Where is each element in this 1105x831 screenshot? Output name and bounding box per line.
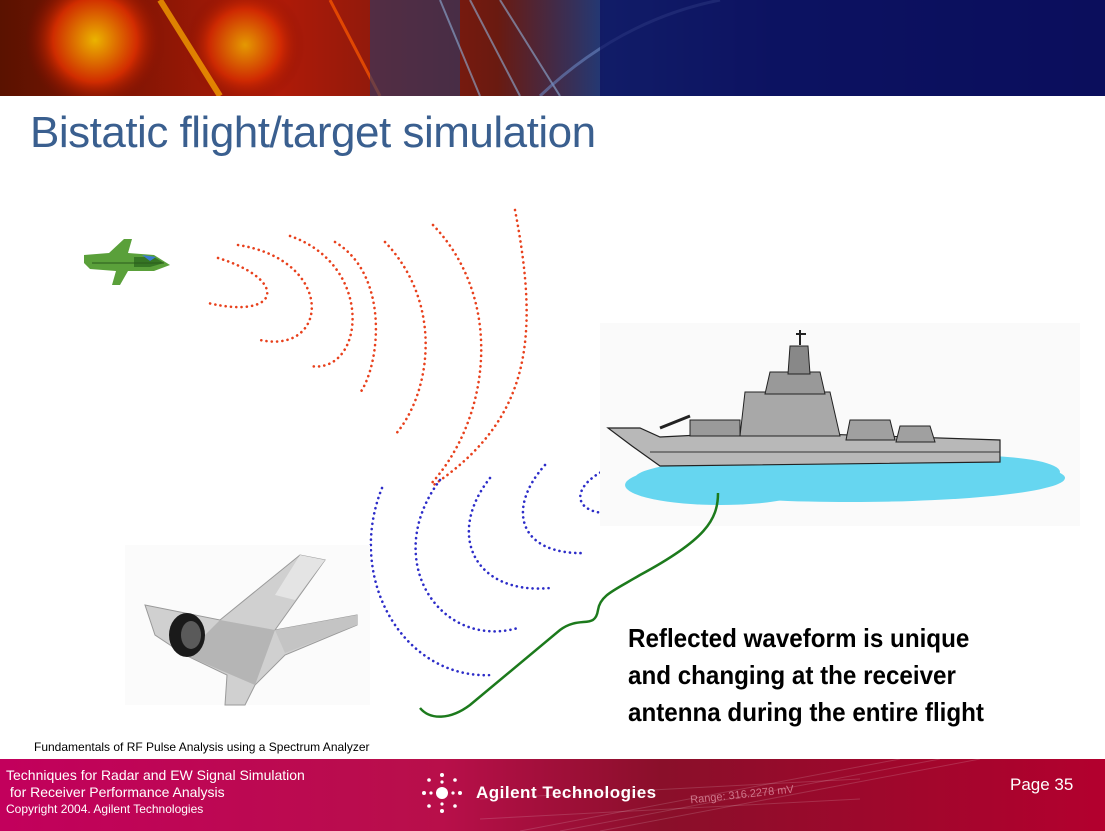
warship-icon <box>600 323 1080 526</box>
caption-line: and changing at the receiver <box>628 660 956 690</box>
footer-course-info: Techniques for Radar and EW Signal Simul… <box>6 767 305 818</box>
footer-line2: for Receiver Performance Analysis <box>6 784 225 800</box>
radar-banner <box>0 0 1105 96</box>
interceptor-jet-icon <box>125 545 370 706</box>
page-number: Page 35 <box>1010 775 1074 794</box>
waveform-brace <box>419 492 720 718</box>
caption-line: Reflected waveform is unique <box>628 623 970 653</box>
fighter-jet-icon <box>84 239 170 285</box>
reflected-wave <box>369 463 627 677</box>
agilent-spark-icon <box>422 773 462 813</box>
footer-copyright: Copyright 2004. Agilent Technologies <box>6 802 204 816</box>
caption-line: antenna during the entire flight <box>628 697 984 727</box>
company-logo-text: Agilent Technologies <box>476 783 657 802</box>
reflected-waveform-caption: Reflected waveform is unique and changin… <box>628 620 1056 731</box>
footer-grid <box>479 759 981 831</box>
footer-bar: Techniques for Radar and EW Signal Simul… <box>0 759 1105 831</box>
outgoing-wave <box>206 208 528 488</box>
course-title: Fundamentals of RF Pulse Analysis using … <box>34 740 370 754</box>
footer-line1: Techniques for Radar and EW Signal Simul… <box>6 767 305 783</box>
slide-title: Bistatic flight/target simulation <box>30 108 596 157</box>
